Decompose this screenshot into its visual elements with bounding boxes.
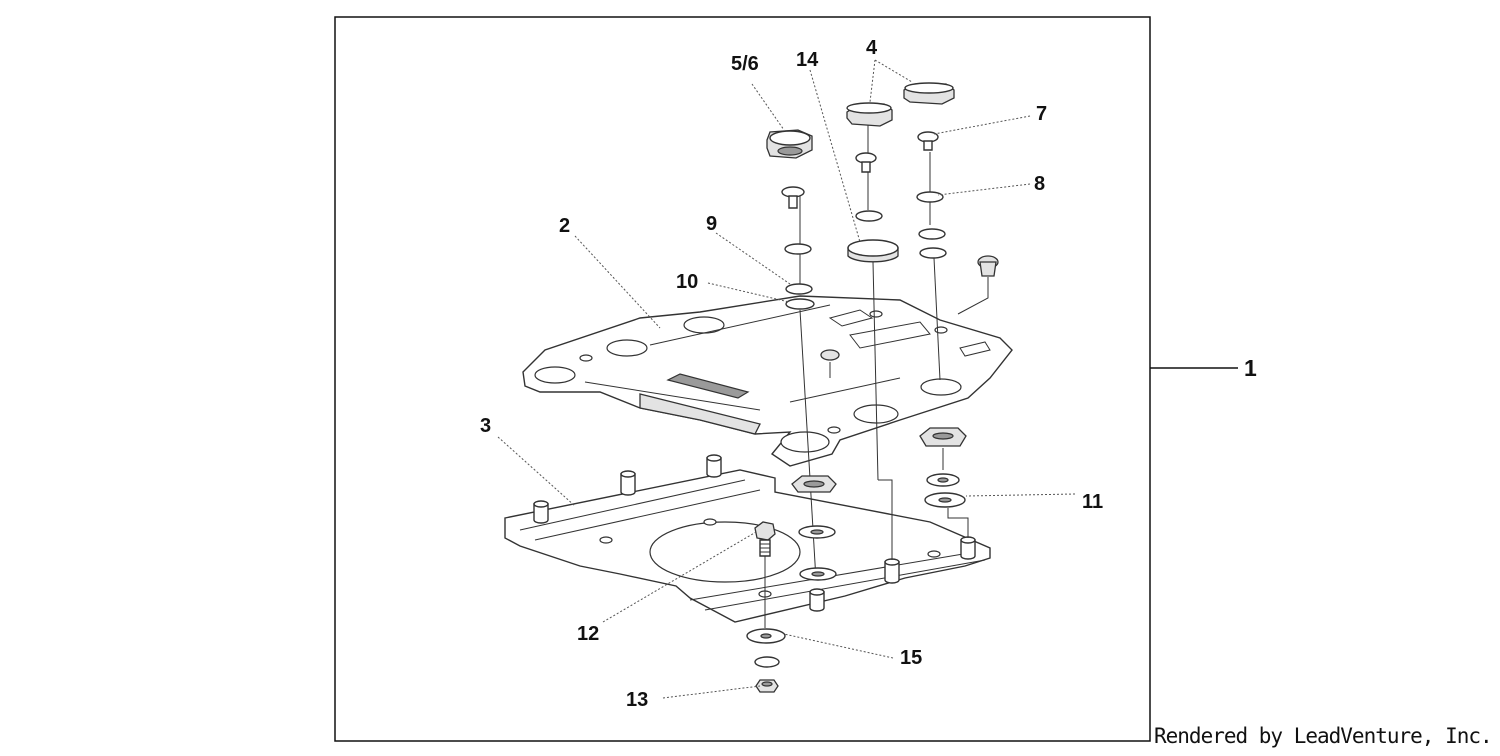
callout-7: 7 xyxy=(1036,103,1047,125)
render-credit: Rendered by LeadVenture, Inc. xyxy=(1154,724,1493,748)
diagram-frame xyxy=(334,16,1151,742)
washer-9 xyxy=(784,243,812,255)
callout-14: 14 xyxy=(796,49,819,71)
lock-knobs xyxy=(820,255,999,378)
washer-8 xyxy=(916,191,944,203)
callout-15: 15 xyxy=(900,647,922,669)
callout-9: 9 xyxy=(706,213,717,235)
rubber-mounts xyxy=(791,427,967,581)
cap-4-right xyxy=(903,82,955,105)
column1-screw xyxy=(781,186,805,209)
top-carrier-plate xyxy=(522,295,1013,467)
base-studs xyxy=(533,454,976,612)
washer-15-hole xyxy=(760,633,772,639)
callout-12: 12 xyxy=(577,623,599,645)
key-insert-14 xyxy=(847,239,899,263)
base-plate xyxy=(504,469,991,623)
nut-13 xyxy=(755,679,779,693)
bolt-12 xyxy=(754,521,776,557)
callout-11: 11 xyxy=(1082,491,1103,513)
callout-4: 4 xyxy=(866,37,878,59)
washer-10b xyxy=(785,298,815,310)
callout-13: 13 xyxy=(626,689,648,711)
callout-10: 10 xyxy=(676,271,698,293)
spring-washer xyxy=(754,656,780,668)
callout-5-6: 5/6 xyxy=(731,53,759,75)
screw-7 xyxy=(917,131,939,151)
column3-washer-b xyxy=(919,247,947,259)
leader-lines xyxy=(497,59,1076,699)
callout-2: 2 xyxy=(559,215,570,237)
column2-washer xyxy=(855,210,883,222)
cap-4-left xyxy=(846,102,893,127)
column2-screw xyxy=(855,152,877,173)
washer-10a xyxy=(785,283,813,295)
column3-washer-a xyxy=(918,228,946,240)
callout-1: 1 xyxy=(1244,355,1257,381)
callout-8: 8 xyxy=(1034,173,1045,195)
lock-cylinder-5-6 xyxy=(766,129,813,159)
callout-3: 3 xyxy=(480,415,491,437)
